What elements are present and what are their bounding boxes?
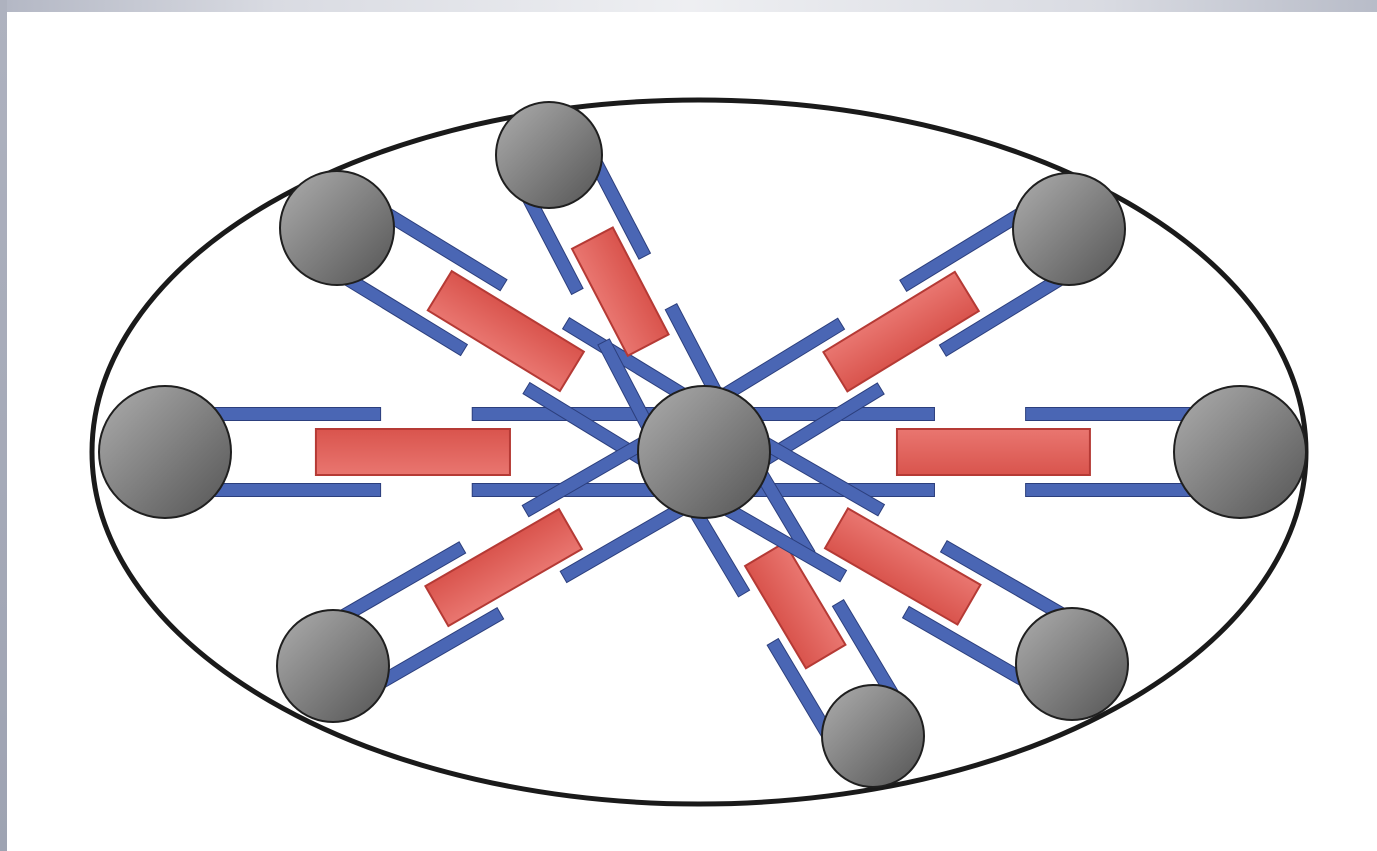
arm-east-piston	[897, 429, 1090, 475]
arm-northwest-piston	[428, 271, 584, 391]
arm-northwest-node	[280, 171, 394, 285]
arm-southwest-piston	[425, 509, 582, 626]
arm-east-node	[1174, 386, 1306, 518]
arm-northeast-piston	[823, 272, 978, 392]
center-node	[638, 386, 770, 518]
arm-west-piston	[316, 429, 510, 475]
arm-northeast-node	[1013, 173, 1125, 285]
arm-southeast-node	[1016, 608, 1128, 720]
arm-southwest-node	[277, 610, 389, 722]
arm-north-node	[496, 102, 602, 208]
arm-west-node	[99, 386, 231, 518]
arm-south-node	[822, 685, 924, 787]
